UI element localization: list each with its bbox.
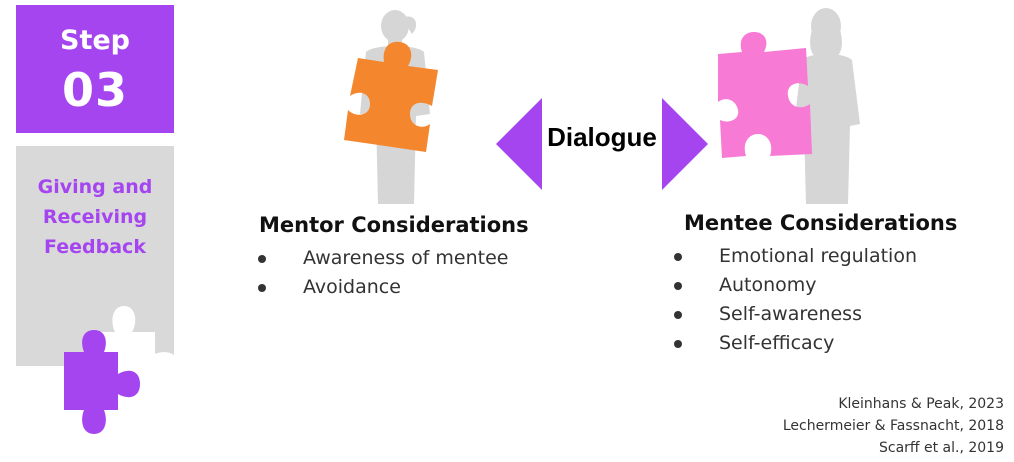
- mentor-considerations-heading: Mentor Considerations: [259, 213, 529, 237]
- mentor-considerations-list: Awareness of mentee Avoidance: [253, 244, 508, 302]
- orange-puzzle-piece-icon: [344, 41, 438, 152]
- reference-3: Scarff et al., 2019: [878, 440, 1004, 456]
- step-label: Step: [60, 25, 130, 56]
- mentee-considerations-list: Emotional regulation Autonomy Self-aware…: [669, 242, 917, 358]
- left-puzzle-pieces: [64, 306, 178, 434]
- topic-line-2: Receiving: [42, 206, 148, 228]
- double-arrow-icon: [496, 98, 708, 190]
- list-item: Self-awareness: [669, 300, 917, 329]
- list-item: Self-efficacy: [669, 329, 917, 358]
- list-item: Emotional regulation: [669, 242, 917, 271]
- list-item: Awareness of mentee: [253, 244, 508, 273]
- topic-line-3: Feedback: [44, 236, 146, 258]
- mentee-silhouette-icon: [794, 8, 860, 204]
- reference-1: Kleinhans & Peak, 2023: [838, 396, 1004, 412]
- topic-title: Giving and Receiving Feedback: [16, 172, 174, 262]
- topic-panel: Giving and Receiving Feedback: [16, 146, 174, 366]
- step-number: 03: [61, 63, 128, 117]
- list-item: Avoidance: [253, 273, 508, 302]
- references: Kleinhans & Peak, 2023 Lechermeier & Fas…: [783, 393, 1004, 459]
- reference-2: Lechermeier & Fassnacht, 2018: [782, 418, 1004, 434]
- dialogue-label: Dialogue: [547, 122, 657, 152]
- mentee-considerations-heading: Mentee Considerations: [684, 211, 958, 235]
- pink-puzzle-piece-icon: [718, 32, 812, 158]
- step-badge: Step 03: [16, 5, 174, 133]
- purple-puzzle-piece-icon: [64, 330, 140, 434]
- topic-line-1: Giving and: [37, 176, 153, 198]
- list-item: Autonomy: [669, 271, 917, 300]
